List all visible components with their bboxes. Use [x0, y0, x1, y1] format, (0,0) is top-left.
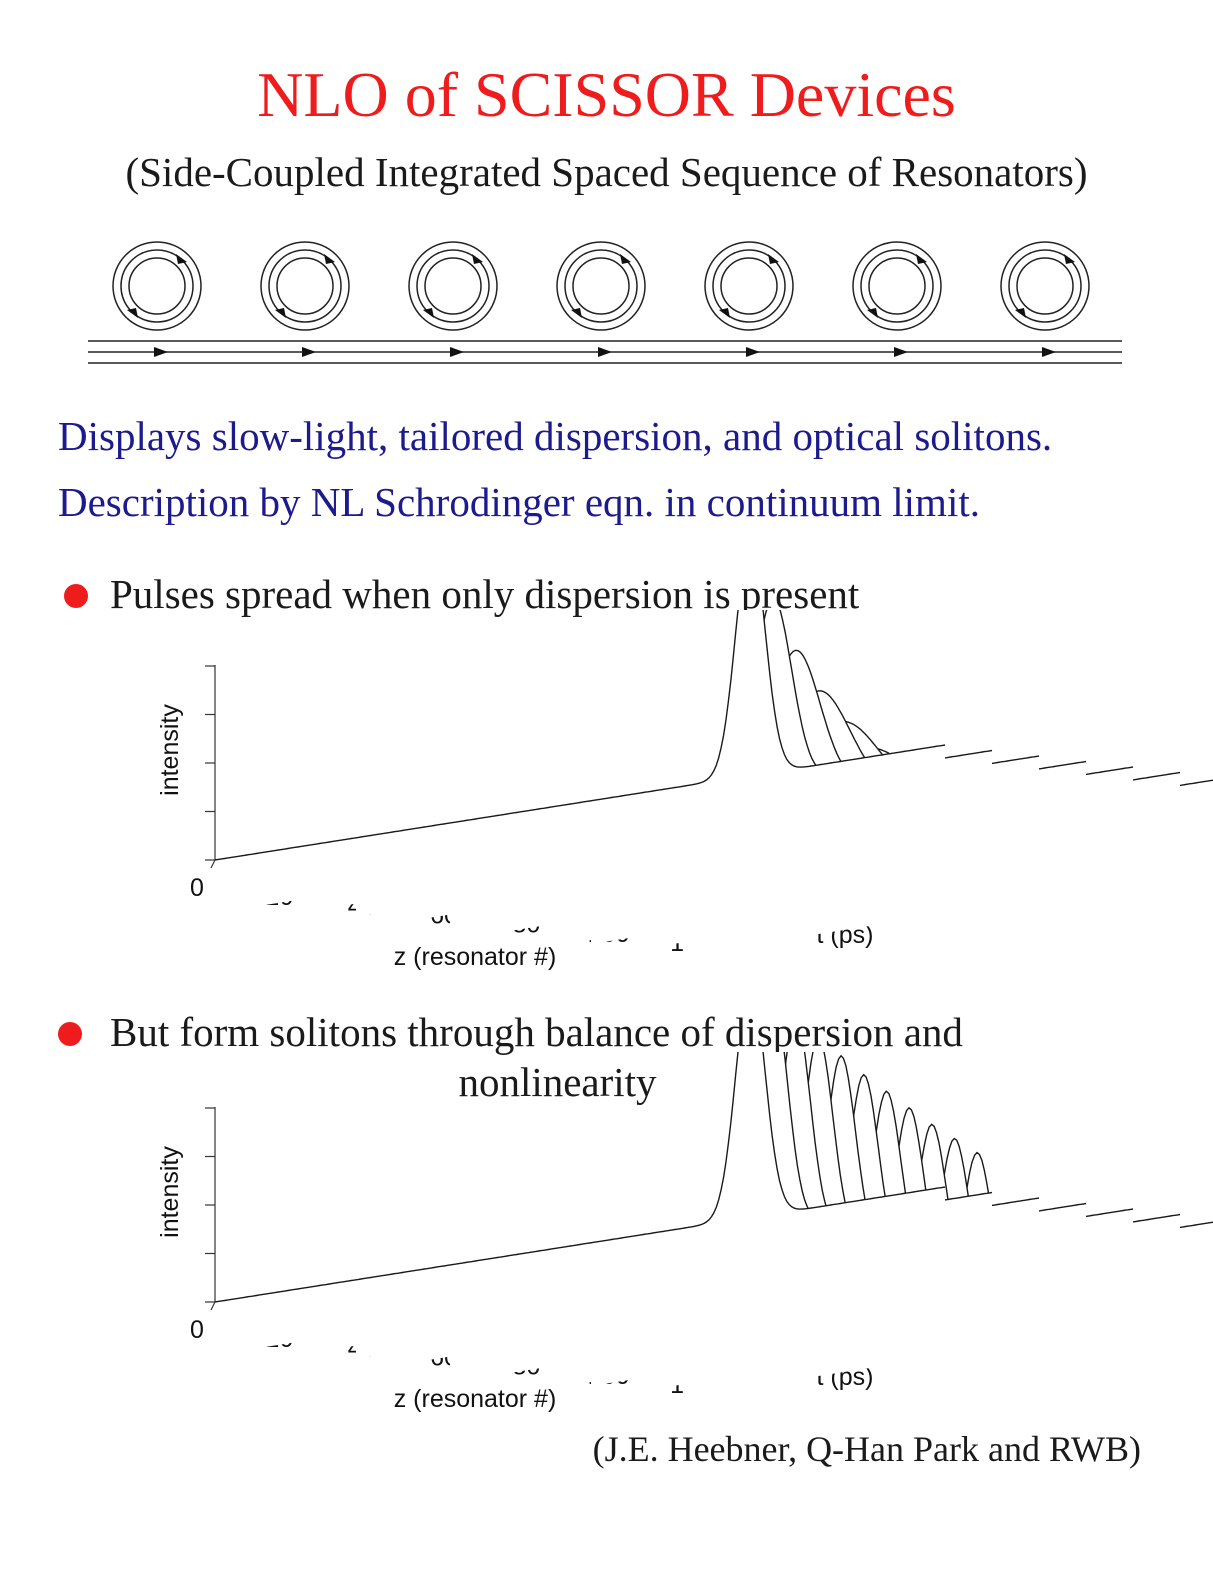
resonator-ring [704, 241, 794, 331]
resonator-ring [260, 241, 350, 331]
resonator-ring [556, 241, 646, 331]
propagation-arrow-icon [154, 347, 168, 357]
intensity-trace [214, 610, 946, 861]
circulation-arrow-icon [324, 254, 335, 264]
circulation-arrow-icon [719, 308, 730, 318]
bullet-text-1: Pulses spread when only dispersion is pr… [110, 571, 860, 617]
bullet-text-2-line-2: nonlinearity [458, 1059, 657, 1105]
circulation-arrow-icon [867, 308, 878, 318]
circulation-arrow-icon [423, 308, 434, 318]
resonator-ring [852, 241, 942, 331]
scissor-diagram [88, 241, 1122, 364]
z-tick-label: 0 [190, 874, 204, 902]
x-axis-label: z (resonator #) [394, 943, 557, 971]
propagation-arrow-icon [1042, 347, 1056, 357]
y-axis-label: intensity [156, 704, 184, 796]
propagation-arrow-icon [598, 347, 612, 357]
y-axis-label: intensity [156, 1146, 184, 1238]
slide-title: NLO of SCISSOR Devices [257, 59, 956, 130]
circulation-arrow-icon [571, 308, 582, 318]
circulation-arrow-icon [620, 254, 631, 264]
circulation-arrow-icon [768, 254, 779, 264]
credit-line: (J.E. Heebner, Q-Han Park and RWB) [592, 1429, 1141, 1469]
bullet-dot-1 [64, 584, 88, 608]
circulation-arrow-icon [275, 308, 286, 318]
circulation-arrow-icon [176, 254, 187, 264]
propagation-arrow-icon [746, 347, 760, 357]
chart-soliton: 020406080100120050100150intensityz (reso… [156, 1052, 1213, 1413]
intensity-trace [214, 1052, 946, 1303]
propagation-arrow-icon [302, 347, 316, 357]
intensity-axis [205, 1107, 216, 1303]
slide-subtitle: (Side-Coupled Integrated Spaced Sequence… [125, 149, 1088, 195]
circulation-arrow-icon [916, 254, 927, 264]
bullet-dot-2 [58, 1022, 82, 1046]
resonator-ring [1000, 241, 1090, 331]
z-tick [210, 859, 216, 869]
description-line-2: Description by NL Schrodinger eqn. in co… [58, 479, 980, 525]
x-axis-label: z (resonator #) [394, 1385, 557, 1413]
propagation-arrow-icon [894, 347, 908, 357]
circulation-arrow-icon [1064, 254, 1075, 264]
description-line-1: Displays slow-light, tailored dispersion… [58, 413, 1053, 459]
propagation-arrow-icon [450, 347, 464, 357]
z-tick-label: 0 [190, 1316, 204, 1344]
chart-dispersion-only: 020406080100120050100150intensityz (reso… [156, 610, 1213, 971]
circulation-arrow-icon [127, 308, 138, 318]
resonator-ring [112, 241, 202, 331]
resonator-ring [408, 241, 498, 331]
bullet-text-2-line-1: But form solitons through balance of dis… [110, 1009, 963, 1055]
intensity-axis [205, 665, 216, 861]
circulation-arrow-icon [1015, 308, 1026, 318]
circulation-arrow-icon [472, 254, 483, 264]
z-tick [210, 1301, 216, 1311]
